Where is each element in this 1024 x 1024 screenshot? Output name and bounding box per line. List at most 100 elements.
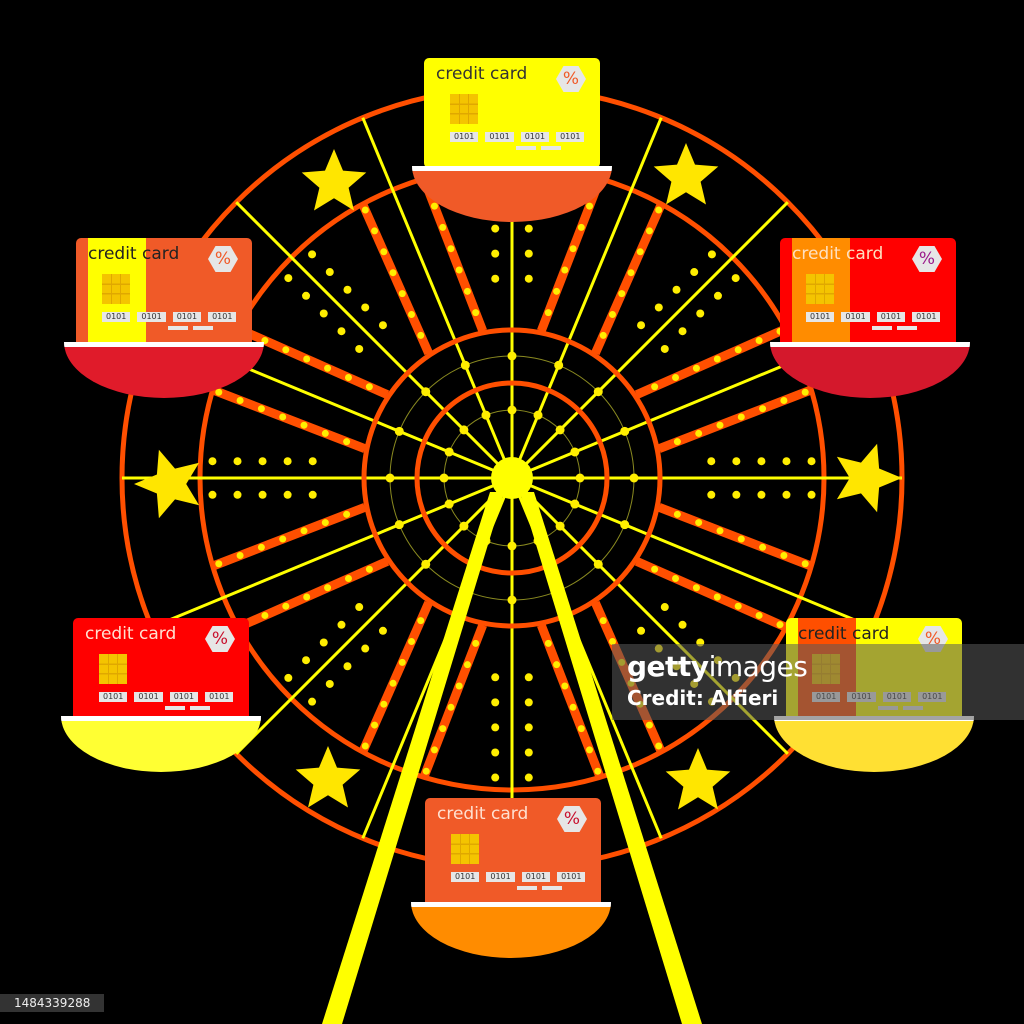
beam-light <box>599 617 607 625</box>
ring-light <box>507 595 517 605</box>
beam-light <box>398 290 406 298</box>
beam-light <box>608 638 616 646</box>
beam-light <box>734 346 742 354</box>
light-dot <box>491 673 500 682</box>
beam-light <box>463 661 471 669</box>
light-dot <box>524 723 533 732</box>
beam-light <box>344 574 352 582</box>
beam-light <box>561 266 569 274</box>
light-dot <box>208 457 217 466</box>
light-dot <box>302 656 311 665</box>
beam-light <box>417 617 425 625</box>
card-number-group: 0101 <box>137 312 166 322</box>
yellow-spoke <box>529 484 873 629</box>
ring-light <box>593 387 603 397</box>
chip-icon <box>102 274 130 304</box>
yellow-spoke <box>525 201 789 465</box>
card-number-group: 0101 <box>169 692 199 702</box>
card-number-group: 0101 <box>172 312 202 322</box>
light-dot <box>696 309 705 318</box>
orange-beam <box>358 202 433 356</box>
card-title: credit card <box>792 244 884 264</box>
orange-beam <box>591 202 666 356</box>
yellow-spoke <box>235 491 499 755</box>
orange-beam <box>657 503 813 571</box>
beam-light <box>780 396 788 404</box>
light-dot <box>524 698 533 707</box>
orange-beam <box>236 557 390 632</box>
beam-light <box>716 527 724 535</box>
light-dot <box>731 274 740 283</box>
light-dot <box>672 285 681 294</box>
ring-light <box>555 521 565 531</box>
beam-light <box>673 510 681 518</box>
light-dot <box>678 327 687 336</box>
beam-light <box>569 703 577 711</box>
light-dot <box>284 673 293 682</box>
ring-light <box>481 410 491 420</box>
beam-light <box>776 621 784 629</box>
beam-light <box>801 560 809 568</box>
beam-light <box>321 429 329 437</box>
light-dot <box>258 457 267 466</box>
beam-light <box>636 248 644 256</box>
light-dot <box>678 620 687 629</box>
beam-light <box>371 721 379 729</box>
beam-light <box>257 405 265 413</box>
beam-light <box>430 746 438 754</box>
chip-icon <box>450 94 478 124</box>
light-dot <box>782 457 791 466</box>
card-number-group: 0101 <box>806 312 835 322</box>
light-dot <box>732 490 741 499</box>
light-dot <box>308 457 317 466</box>
ring-light <box>555 425 565 435</box>
getty-logo: gettyimages <box>627 650 808 683</box>
ring-light <box>507 351 517 361</box>
beam-light <box>672 574 680 582</box>
beam-light <box>569 245 577 253</box>
orange-beam <box>657 385 813 453</box>
light-dot <box>782 490 791 499</box>
beam-light <box>755 611 763 619</box>
card-number-group: 0101 <box>912 312 941 322</box>
beam-light <box>408 638 416 646</box>
beam-light <box>439 725 447 733</box>
beam-light <box>695 519 703 527</box>
yellow-spoke <box>235 201 499 465</box>
yellow-spoke <box>361 117 506 461</box>
light-dot <box>208 490 217 499</box>
light-dot <box>707 457 716 466</box>
percent-icon: % <box>912 246 942 272</box>
orange-beam <box>634 557 788 632</box>
light-dot <box>308 250 317 259</box>
ring-light <box>533 410 543 420</box>
card-number-group: 0101 <box>520 132 550 142</box>
ring-light <box>593 559 603 569</box>
light-dot <box>707 250 716 259</box>
light-dot <box>491 748 500 757</box>
card-number-group: 0101 <box>451 872 480 882</box>
chip-icon <box>99 654 127 684</box>
beam-light <box>261 611 269 619</box>
beam-light <box>279 413 287 421</box>
beam-light <box>651 383 659 391</box>
beam-light <box>236 396 244 404</box>
percent-icon: % <box>205 626 235 652</box>
beam-light <box>236 552 244 560</box>
light-dot <box>491 698 500 707</box>
light-dot <box>637 321 646 330</box>
light-dot <box>524 249 533 258</box>
beam-light <box>655 206 663 214</box>
light-dot <box>660 603 669 612</box>
beam-light <box>594 767 602 775</box>
light-dot <box>361 303 370 312</box>
light-dot <box>233 490 242 499</box>
star-icon <box>836 443 902 513</box>
support-leg-left <box>322 492 504 1024</box>
beam-light <box>780 552 788 560</box>
beam-light <box>343 510 351 518</box>
light-dot <box>355 344 364 353</box>
